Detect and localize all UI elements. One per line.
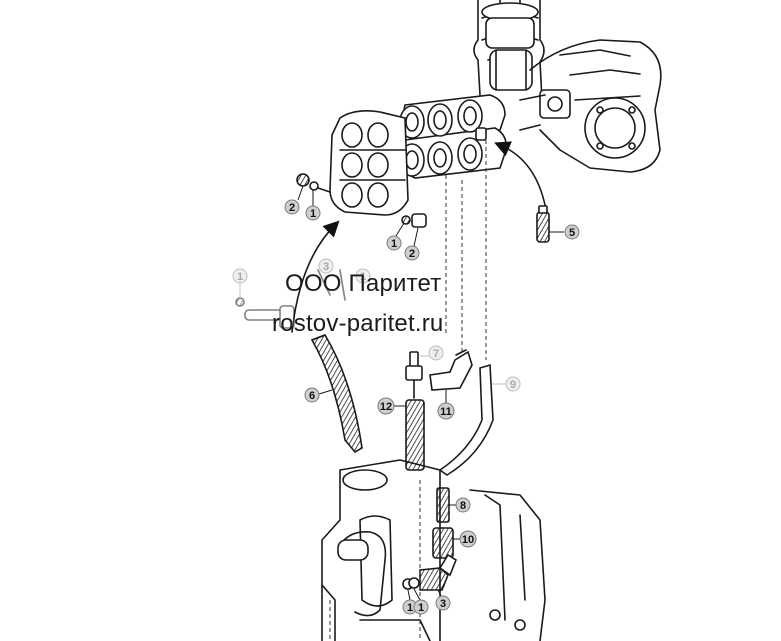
watermark-site: rostov-paritet.ru bbox=[272, 310, 444, 337]
manifold-block bbox=[329, 110, 409, 216]
callout-1a: 1 bbox=[310, 208, 316, 220]
callout-8-circle bbox=[455, 497, 471, 513]
callout-1d: 1 bbox=[360, 271, 366, 283]
plug-right bbox=[401, 213, 427, 228]
callouts: 2 1 1 2 5 1 3 1 7 9 6 bbox=[232, 185, 580, 615]
faint-fitting-group bbox=[235, 269, 346, 329]
part-11-elbow bbox=[429, 349, 473, 391]
callout-2a: 2 bbox=[289, 202, 295, 214]
cylinder-bank bbox=[399, 94, 508, 179]
callout-12-circle bbox=[377, 397, 395, 415]
callout-1c: 1 bbox=[237, 271, 243, 283]
callout-6: 6 bbox=[309, 390, 315, 402]
callout-1b: 1 bbox=[391, 238, 397, 250]
part-9-tube bbox=[438, 363, 494, 476]
callout-6-circle bbox=[304, 387, 320, 403]
callout-2a-circle bbox=[284, 199, 300, 215]
callout-12: 12 bbox=[380, 401, 392, 413]
plug-left bbox=[296, 173, 331, 193]
callout-1a-circle bbox=[305, 205, 321, 221]
callout-10-circle bbox=[459, 530, 477, 548]
lower-housing bbox=[321, 459, 546, 641]
part-12-hose bbox=[405, 351, 425, 471]
callout-5: 5 bbox=[569, 227, 575, 239]
callout-1e: 1 bbox=[407, 602, 413, 614]
callout-9: 9 bbox=[510, 379, 516, 391]
callout-11-circle bbox=[437, 402, 455, 420]
callout-1b-circle bbox=[386, 235, 402, 251]
callout-3a: 3 bbox=[323, 261, 329, 273]
part-3-elbow bbox=[402, 553, 457, 591]
callout-1f: 1 bbox=[418, 602, 424, 614]
watermark-company: ООО Паритет bbox=[285, 270, 442, 297]
part-8-fitting bbox=[436, 487, 450, 523]
callout-11: 11 bbox=[440, 406, 452, 418]
callout-7: 7 bbox=[433, 348, 439, 360]
callout-10: 10 bbox=[462, 534, 474, 546]
part-5-fitting bbox=[536, 205, 550, 243]
part-10-sleeve bbox=[432, 527, 454, 559]
callout-3b: 3 bbox=[440, 598, 446, 610]
callout-8: 8 bbox=[460, 500, 466, 512]
callout-1f-circle bbox=[413, 599, 429, 615]
hose-6 bbox=[310, 334, 363, 454]
callout-2b-circle bbox=[404, 245, 420, 261]
callout-3b-circle bbox=[435, 595, 451, 611]
callout-5-circle bbox=[564, 224, 580, 240]
upper-pump-assembly bbox=[296, 0, 662, 360]
callout-2b: 2 bbox=[409, 248, 415, 260]
arrow-to-fitting bbox=[494, 141, 546, 206]
